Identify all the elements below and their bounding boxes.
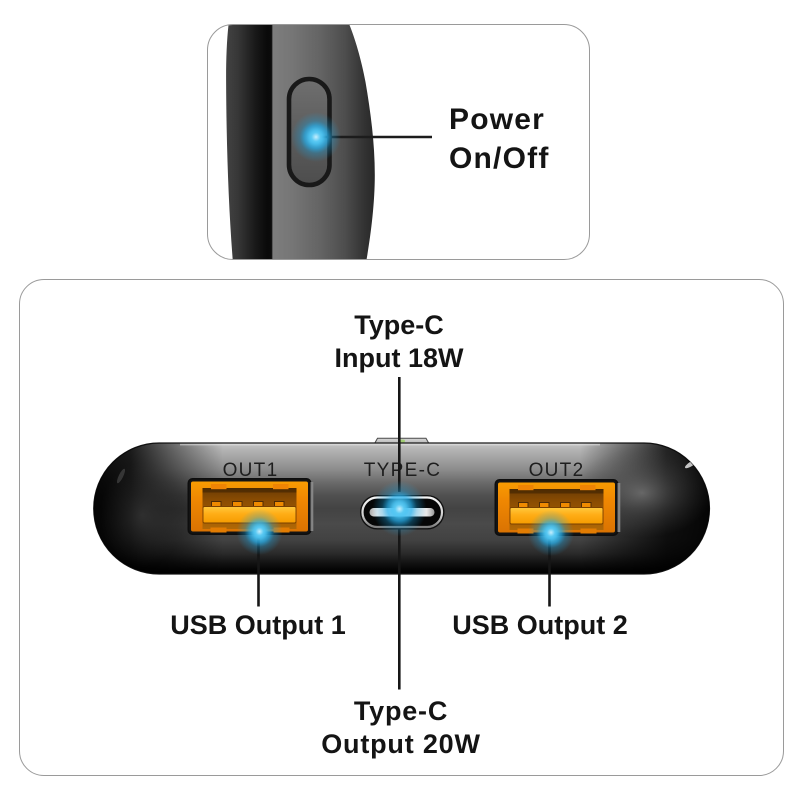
typec-port — [360, 480, 445, 537]
typec-input-line2: Input 18W — [334, 342, 464, 373]
charge-led-green — [400, 439, 405, 443]
ports-illustration: OUT1 TYPE-C OUT2 — [93, 377, 711, 690]
usb-port-out2 — [494, 479, 621, 556]
typec-output-line2: Output 20W — [321, 729, 481, 759]
usb-output2-callout: USB Output 2 — [452, 609, 628, 642]
power-callout-line1: Power — [449, 103, 546, 136]
usb1-led-core — [250, 522, 269, 541]
ports-panel: OUT1 TYPE-C OUT2 — [19, 279, 784, 776]
port-label-out1: OUT1 — [223, 460, 279, 481]
power-led-core — [306, 127, 326, 147]
usb2-led-core — [542, 523, 560, 542]
usb-output1-callout: USB Output 1 — [170, 609, 346, 642]
port-label-out2: OUT2 — [529, 460, 585, 481]
typec-output-line1: Type-C — [353, 696, 449, 726]
port-label-typec: TYPE-C — [364, 460, 441, 481]
typec-input-line1: Type-C — [354, 309, 444, 340]
usb-output1-text: USB Output 1 — [170, 610, 346, 640]
power-button-illustration — [226, 25, 432, 259]
usb-output2-text: USB Output 2 — [452, 610, 628, 640]
typec-led-core — [389, 499, 410, 519]
usb-port-out1 — [187, 478, 314, 555]
power-callout-line2: On/Off — [449, 141, 550, 175]
